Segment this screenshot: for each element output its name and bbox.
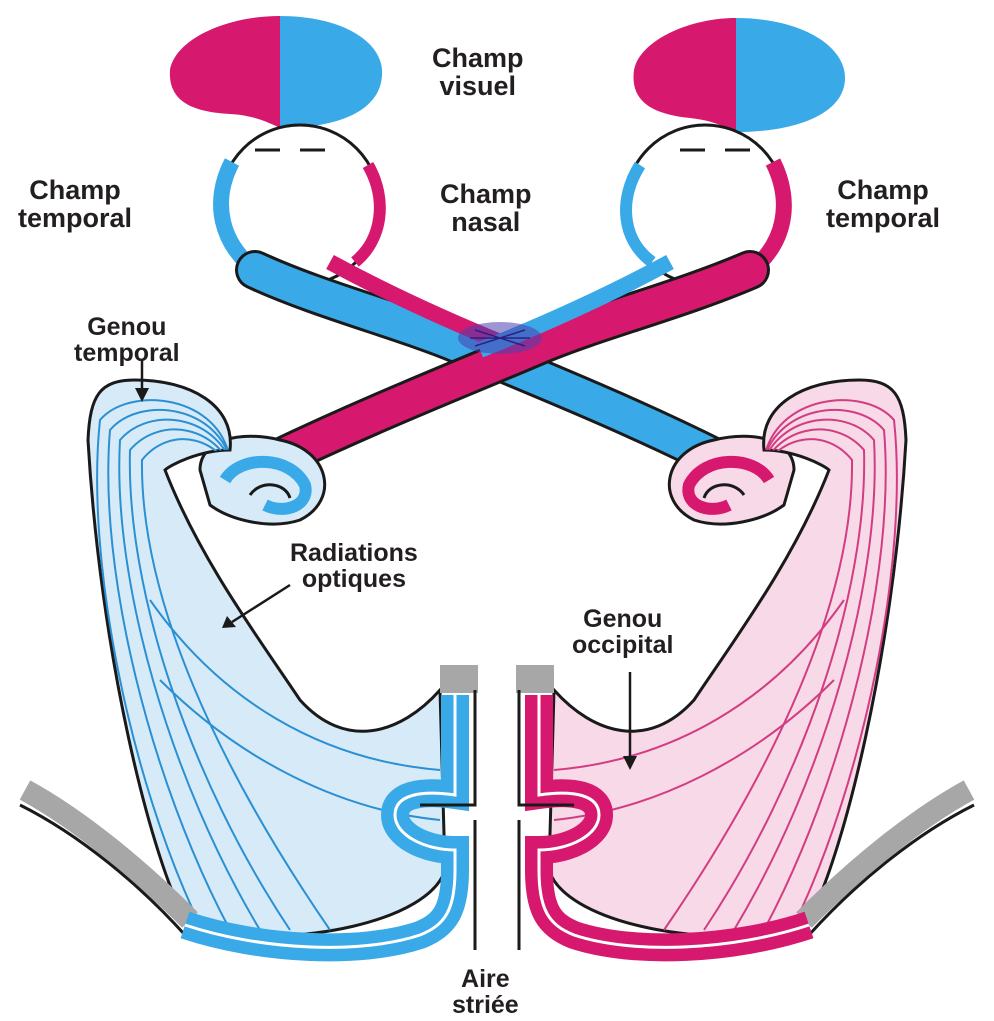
label-genou-temporal-line2: temporal — [74, 340, 180, 366]
label-champ-temporal-right-line2: temporal — [826, 204, 940, 232]
label-champ-visuel-line1: Champ — [432, 44, 524, 72]
label-genou-occipital-line1: Genou — [572, 606, 673, 632]
label-champ-temporal-left: Champ temporal — [18, 176, 132, 232]
label-genou-occipital: Genou occipital — [572, 606, 673, 658]
label-champ-nasal: Champ nasal — [440, 180, 532, 236]
visual-field-right — [633, 18, 845, 132]
label-aire-striee-line2: striée — [452, 992, 519, 1018]
label-aire-striee-line1: Aire — [452, 966, 519, 992]
label-champ-nasal-line1: Champ — [440, 180, 532, 208]
label-champ-temporal-right: Champ temporal — [826, 176, 940, 232]
label-genou-temporal: Genou temporal — [74, 314, 180, 366]
label-champ-visuel-line2: visuel — [432, 72, 524, 100]
label-champ-temporal-right-line1: Champ — [826, 176, 940, 204]
label-champ-temporal-left-line2: temporal — [18, 204, 132, 232]
label-champ-nasal-line2: nasal — [440, 208, 532, 236]
label-radiations-optiques-line2: optiques — [290, 566, 418, 592]
label-champ-visuel: Champ visuel — [432, 44, 524, 100]
label-champ-temporal-left-line1: Champ — [18, 176, 132, 204]
label-radiations-optiques-line1: Radiations — [290, 540, 418, 566]
label-radiations-optiques: Radiations optiques — [290, 540, 418, 592]
label-aire-striee: Aire striée — [452, 966, 519, 1018]
label-genou-occipital-line2: occipital — [572, 632, 673, 658]
visual-field-left — [170, 16, 382, 128]
optic-nerves-chiasm — [255, 262, 750, 460]
label-genou-temporal-line1: Genou — [74, 314, 180, 340]
